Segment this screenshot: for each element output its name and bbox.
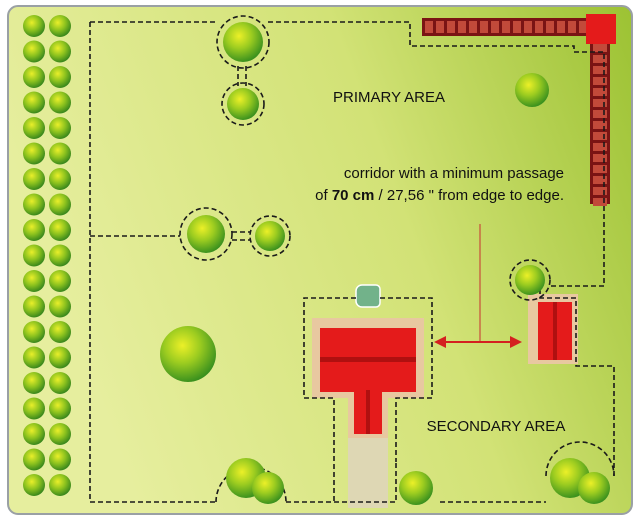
pergola-slat <box>593 176 607 184</box>
pergola-slat <box>513 21 521 33</box>
pergola-slat <box>502 21 510 33</box>
corridor-label-bold: 70 cm <box>332 187 375 204</box>
hedge-shrub-icon <box>49 270 71 292</box>
hedge-shrub-icon <box>49 321 71 343</box>
pergola-slat <box>546 21 554 33</box>
hedge-shrub-icon <box>49 40 71 63</box>
primary-area-label: PRIMARY AREA <box>333 89 445 106</box>
hedge-shrub-icon <box>49 91 71 114</box>
secondary-area-label: SECONDARY AREA <box>427 418 566 435</box>
hedge-shrub-icon <box>49 372 71 394</box>
hedge-shrub-icon <box>49 15 71 37</box>
hedge-shrub-icon <box>23 448 45 471</box>
hedge-shrub-icon <box>49 295 71 318</box>
pergola-slat <box>593 143 607 151</box>
boundary-wire <box>89 15 615 503</box>
pergola-slat <box>557 21 565 33</box>
pergola-slat <box>458 21 466 33</box>
hedge-shrub-icon <box>49 244 71 267</box>
hedge-shrub-icon <box>23 244 45 267</box>
pergola-slat <box>593 187 607 195</box>
hedge-shrub-icon <box>49 397 71 420</box>
hedge-row <box>23 15 71 496</box>
tree-icon <box>227 88 259 120</box>
pergola-slat <box>579 21 587 33</box>
hedge-shrub-icon <box>23 295 45 318</box>
charging-station-icon <box>355 284 381 308</box>
pergola-slat <box>447 21 455 33</box>
pergola <box>422 14 616 206</box>
pergola-slat <box>593 77 607 85</box>
hedge-shrub-icon <box>23 40 45 63</box>
hedge-shrub-icon <box>23 193 45 216</box>
pergola-slat <box>480 21 488 33</box>
hedge-shrub-icon <box>23 91 45 114</box>
corridor-label-line1: corridor with a minimum passage <box>344 165 564 182</box>
house-roof-ridge <box>320 357 416 362</box>
corridor-label-prefix: of <box>315 187 332 204</box>
hedge-shrub-icon <box>23 423 45 445</box>
pergola-slat <box>469 21 477 33</box>
tree-icon <box>255 221 285 251</box>
tree-icon <box>578 472 610 504</box>
pergola-slat <box>593 154 607 162</box>
trees <box>160 22 610 505</box>
pergola-slat <box>593 198 607 206</box>
pergola-corner-post <box>586 14 616 44</box>
hedge-shrub-icon <box>23 117 45 139</box>
pergola-slat <box>425 21 433 33</box>
hedge-shrub-icon <box>23 142 45 165</box>
hedge-shrub-icon <box>23 474 45 496</box>
tree-icon <box>223 22 263 62</box>
hedge-shrub-icon <box>49 423 71 445</box>
pergola-slat <box>593 99 607 107</box>
pergola-slat <box>593 66 607 74</box>
hedge-shrub-icon <box>23 372 45 394</box>
pergola-slat <box>593 88 607 96</box>
pergola-slat <box>436 21 444 33</box>
pergola-slat <box>593 132 607 140</box>
pergola-slat <box>593 121 607 129</box>
hedge-shrub-icon <box>23 321 45 343</box>
tree-icon <box>399 471 433 505</box>
hedge-shrub-icon <box>49 142 71 165</box>
pergola-slat <box>524 21 532 33</box>
pergola-slat <box>593 55 607 63</box>
tree-icon <box>515 265 545 295</box>
hedge-shrub-icon <box>23 66 45 88</box>
lawn-background <box>7 5 633 515</box>
hedge-shrub-icon <box>23 15 45 37</box>
hedge-shrub-icon <box>49 219 71 241</box>
hedge-shrub-icon <box>23 219 45 241</box>
pergola-slat <box>535 21 543 33</box>
hedge-shrub-icon <box>49 168 71 190</box>
hedge-shrub-icon <box>49 474 71 496</box>
pergola-slat <box>568 21 576 33</box>
hedge-shrub-icon <box>49 117 71 139</box>
house-wing-ridge <box>366 390 370 434</box>
tree-icon <box>252 472 284 504</box>
tree-icon <box>515 73 549 107</box>
hedge-shrub-icon <box>49 193 71 216</box>
hedge-shrub-icon <box>49 66 71 88</box>
corridor-label-line2: of 70 cm / 27,56 " from edge to edge. <box>315 187 564 204</box>
pergola-slat <box>593 44 607 52</box>
garden-path <box>348 432 388 508</box>
hedge-shrub-icon <box>23 270 45 292</box>
double-arrow-icon <box>434 336 522 348</box>
hedge-shrub-icon <box>23 168 45 190</box>
pergola-slat <box>491 21 499 33</box>
hedge-shrub-icon <box>49 346 71 369</box>
pergola-slat <box>593 165 607 173</box>
hedge-shrub-icon <box>23 397 45 420</box>
pergola-slat <box>593 110 607 118</box>
tree-icon <box>187 215 225 253</box>
hedge-shrub-icon <box>23 346 45 369</box>
corridor-label-suffix: / 27,56 " from edge to edge. <box>374 187 564 204</box>
tree-icon <box>160 326 216 382</box>
hedge-shrub-icon <box>49 448 71 471</box>
shed-roof-ridge <box>553 302 557 360</box>
